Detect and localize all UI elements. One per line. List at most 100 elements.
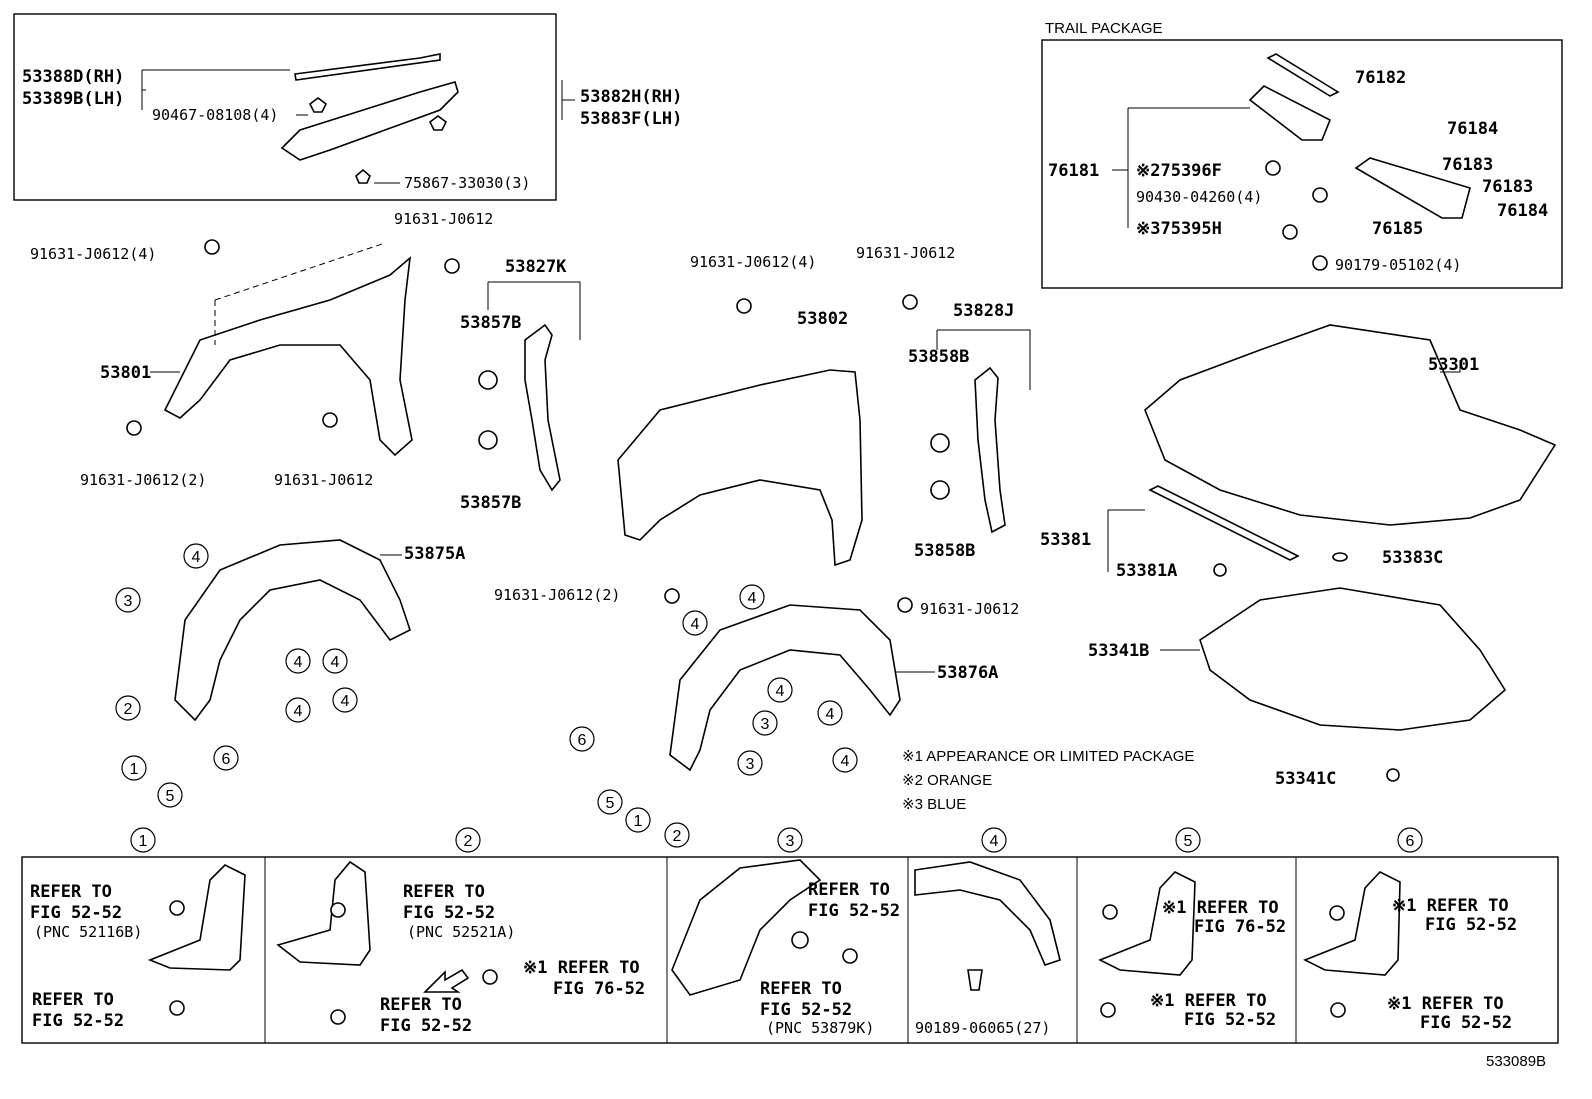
svg-text:2: 2 [124, 701, 133, 718]
label-53381: 53381 [1040, 530, 1091, 550]
part-53828J [974, 366, 1006, 534]
svg-text:6: 6 [578, 732, 587, 749]
d6-fig-a: FIG 52-52 [1425, 915, 1517, 935]
label-53828J: 53828J [953, 301, 1014, 321]
d1-fig-b: FIG 52-52 [32, 1011, 124, 1031]
clip-icon [1265, 160, 1281, 176]
svg-text:1: 1 [130, 761, 139, 778]
svg-text:2: 2 [464, 833, 473, 850]
detail1-liner [147, 864, 246, 971]
leader-line [1440, 360, 1461, 373]
clip-icon [355, 168, 371, 184]
svg-text:1: 1 [139, 833, 148, 850]
svg-text:5: 5 [606, 795, 615, 812]
leader-line [214, 242, 386, 345]
label-76184-a: 76184 [1447, 119, 1498, 139]
washer-icon [1312, 187, 1328, 203]
callouts-diagram: 4 3 4 4 2 4 4 1 6 5 4 4 4 4 3 6 3 4 5 1 … [115, 543, 858, 848]
detail4-liner [914, 861, 1061, 966]
d3-pnc: (PNC 53879K) [766, 1019, 874, 1037]
d2-pnc: (PNC 52521A) [407, 923, 515, 941]
svg-text:1: 1 [634, 813, 643, 830]
leader-line [1107, 509, 1145, 572]
clip-icon [478, 370, 498, 390]
nut-icon [1312, 255, 1328, 271]
svg-text:4: 4 [776, 683, 785, 700]
detail2-liner [276, 860, 371, 966]
svg-text:4: 4 [826, 706, 835, 723]
d2-refer-a: REFER TO [403, 882, 485, 902]
label-53341B: 53341B [1088, 641, 1149, 661]
cowl-seal-strip [294, 53, 441, 81]
fender-liner-left [174, 539, 411, 722]
label-75395H: ※375395H [1136, 219, 1222, 239]
svg-text:4: 4 [841, 753, 850, 770]
hood-panel [1144, 324, 1557, 526]
label-53388D: 53388D(RH) [22, 67, 124, 87]
cushion-icon [1332, 552, 1348, 562]
d2-fig-c: FIG 76-52 [553, 979, 645, 999]
svg-text:4: 4 [192, 549, 201, 566]
screw-icon [482, 969, 498, 985]
svg-text:4: 4 [990, 833, 999, 850]
part-76182 [1266, 53, 1340, 97]
detail-headers: 1 2 3 4 5 6 [130, 827, 1423, 853]
label-53882H: 53882H(RH) [580, 87, 682, 107]
svg-text:5: 5 [1184, 833, 1193, 850]
screw-icon [1330, 1002, 1346, 1018]
label-53389B: 53389B(LH) [22, 89, 124, 109]
label-rbolt-c: 91631-J0612(2) [494, 586, 620, 604]
d3-fig-b: FIG 52-52 [760, 1000, 852, 1020]
screw-icon [330, 1009, 346, 1025]
label-rbolt-d: 91631-J0612 [920, 600, 1019, 618]
clip-icon [930, 433, 950, 453]
clip-icon [169, 900, 185, 916]
figure-id: 533089B [1486, 1053, 1546, 1070]
arrow-icon [423, 968, 470, 993]
clip-icon [1282, 224, 1298, 240]
clip-icon [1329, 905, 1345, 921]
label-76181: 76181 [1048, 161, 1099, 181]
svg-text:4: 4 [691, 616, 700, 633]
d2-fig-b: FIG 52-52 [380, 1016, 472, 1036]
d1-pnc: (PNC 52116B) [34, 923, 142, 941]
label-53857B-b: 53857B [460, 493, 521, 513]
d1-refer-a: REFER TO [30, 882, 112, 902]
label-53875A: 53875A [404, 544, 465, 564]
clip-icon [428, 115, 448, 131]
svg-text:4: 4 [341, 693, 350, 710]
part-76185 [1354, 157, 1471, 219]
screw-icon [169, 1000, 185, 1016]
bolt-icon [664, 588, 680, 604]
svg-text:4: 4 [748, 590, 757, 607]
label-75396F: ※275396F [1136, 161, 1222, 181]
d6-refer-a: ※1 REFER TO [1392, 896, 1509, 916]
label-76184-b: 76184 [1497, 201, 1548, 221]
note-2: ※2 ORANGE [902, 772, 992, 789]
svg-text:2: 2 [673, 828, 682, 845]
label-76185: 76185 [1372, 219, 1423, 239]
clip-icon [478, 430, 498, 450]
d1-refer-b: REFER TO [32, 990, 114, 1010]
bolt-icon [322, 412, 338, 428]
label-53802: 53802 [797, 309, 848, 329]
bolt-icon [126, 420, 142, 436]
svg-text:3: 3 [124, 593, 133, 610]
label-rbolt-a: 91631-J0612(4) [690, 253, 816, 271]
detail3-liner [671, 859, 822, 996]
label-bolt-a: 91631-J0612(4) [30, 245, 156, 263]
detail-dividers [264, 857, 1297, 1043]
label-76183-b: 76183 [1482, 177, 1533, 197]
trail-package-box [1041, 39, 1563, 289]
svg-text:4: 4 [294, 703, 303, 720]
label-76182: 76182 [1355, 68, 1406, 88]
leader-line [141, 70, 146, 110]
leader-line [936, 329, 1031, 390]
screw-icon [842, 948, 858, 964]
label-53827K: 53827K [505, 257, 567, 277]
label-53857B-a: 53857B [460, 313, 521, 333]
label-bolt-b: 91631-J0612 [394, 210, 493, 228]
note-3: ※3 BLUE [902, 796, 966, 813]
d3-fig-a: FIG 52-52 [808, 901, 900, 921]
